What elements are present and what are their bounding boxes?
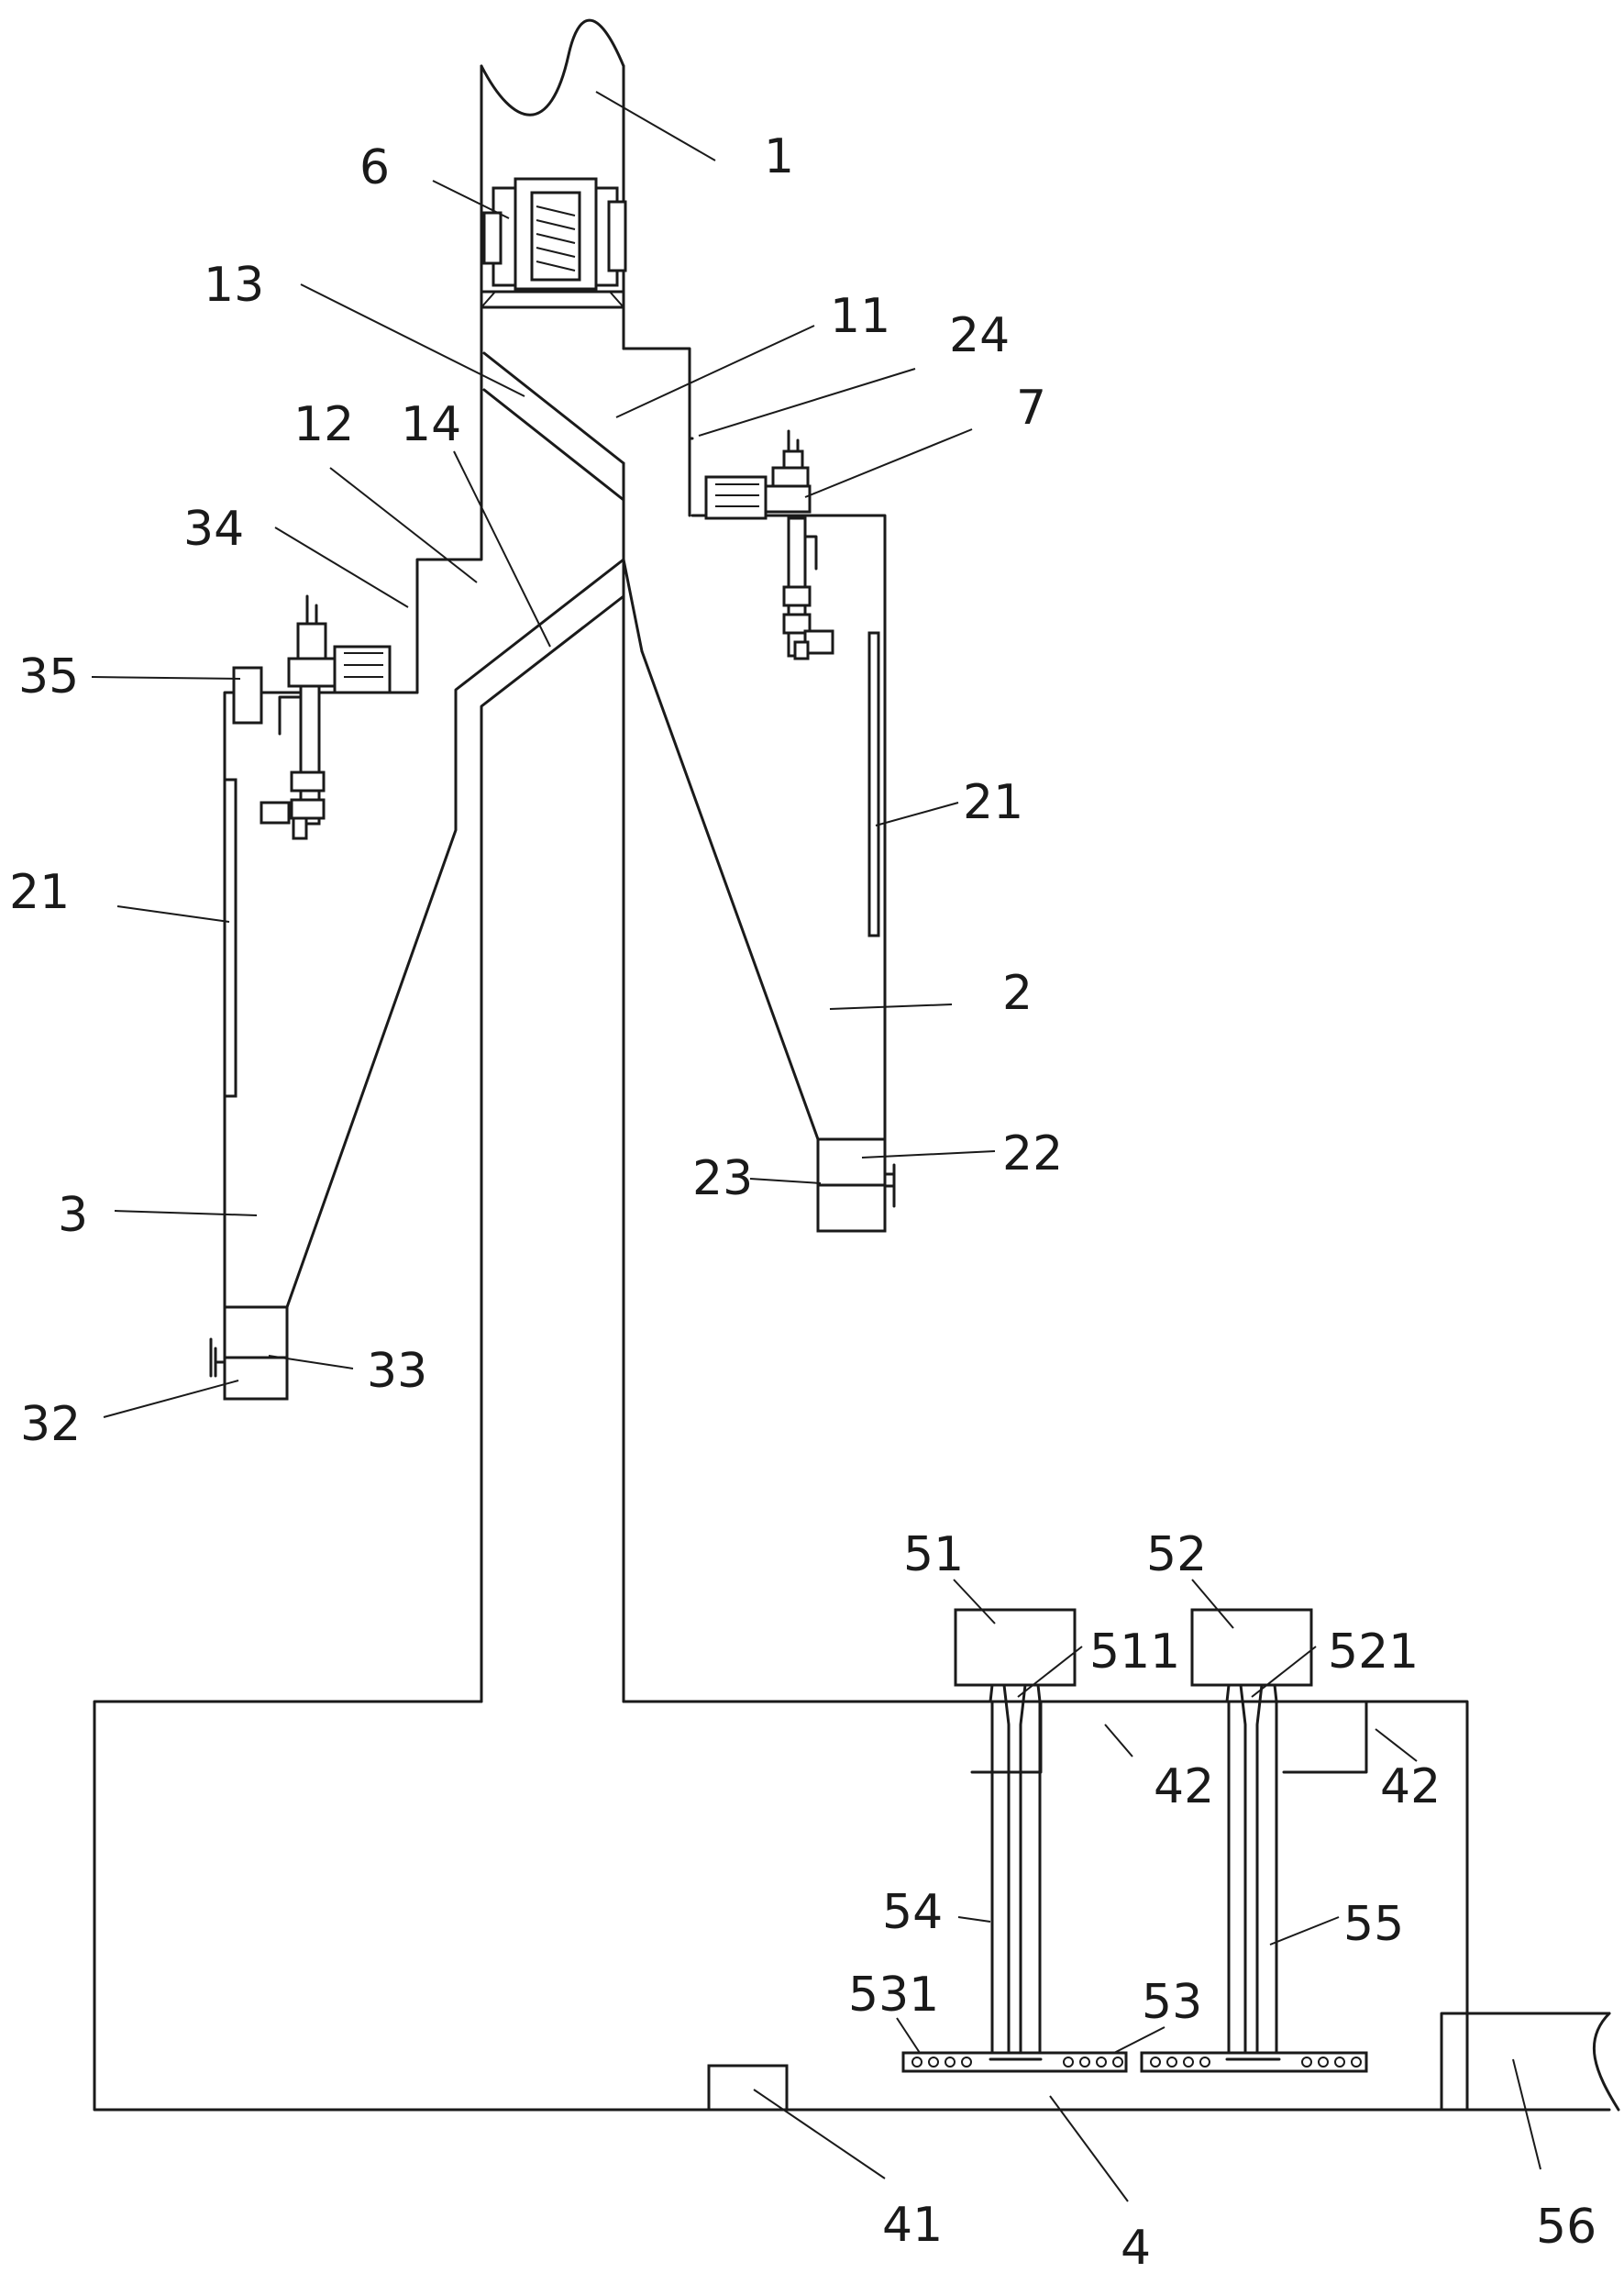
label-521: 521 [1328,1624,1419,1680]
label-56: 56 [1536,2200,1596,2255]
divider-13 [482,351,625,502]
label-21-left: 21 [9,865,70,920]
label-42-left: 42 [1154,1759,1214,1814]
label-34: 34 [183,502,244,557]
label-12: 12 [293,397,354,452]
cyclone-3 [209,691,458,1401]
label-53: 53 [1142,1975,1202,2030]
label-42-right: 42 [1380,1759,1441,1814]
leader-lines [91,91,1541,2202]
label-51: 51 [903,1527,964,1582]
central-down-pipe [480,461,625,1703]
motor-valve-34 [232,594,392,840]
label-4: 4 [1121,2221,1151,2276]
branch-pipe-14 [454,558,625,736]
motor-valve-7 [704,429,834,660]
label-22: 22 [1002,1126,1063,1181]
screw-feeder-6 [480,177,627,309]
label-2: 2 [1002,966,1033,1021]
label-1: 1 [764,129,794,184]
label-14: 14 [401,397,461,452]
label-35: 35 [18,649,79,704]
label-54: 54 [882,1885,943,1940]
label-3: 3 [58,1188,88,1243]
label-23: 23 [692,1151,753,1206]
reference-labels: 1 6 13 11 24 7 12 14 34 35 21 21 2 22 23… [9,129,1596,2276]
pipe-11 [415,305,694,694]
label-7: 7 [1016,381,1046,436]
label-6: 6 [359,140,390,195]
label-41: 41 [882,2198,943,2253]
label-531: 531 [848,1968,939,2023]
label-55: 55 [1343,1897,1404,1952]
label-11: 11 [830,289,890,344]
label-33: 33 [367,1344,427,1399]
tank-4 [93,1700,1620,2112]
label-13: 13 [204,258,264,313]
label-511: 511 [1089,1624,1180,1680]
dosing-unit-51 [901,1608,1128,2073]
cyclone-2 [622,514,896,1233]
dosing-unit-52 [1140,1608,1368,2073]
label-21-right: 21 [963,775,1023,830]
label-32: 32 [20,1397,81,1452]
label-52: 52 [1146,1527,1207,1582]
label-24: 24 [949,308,1010,363]
